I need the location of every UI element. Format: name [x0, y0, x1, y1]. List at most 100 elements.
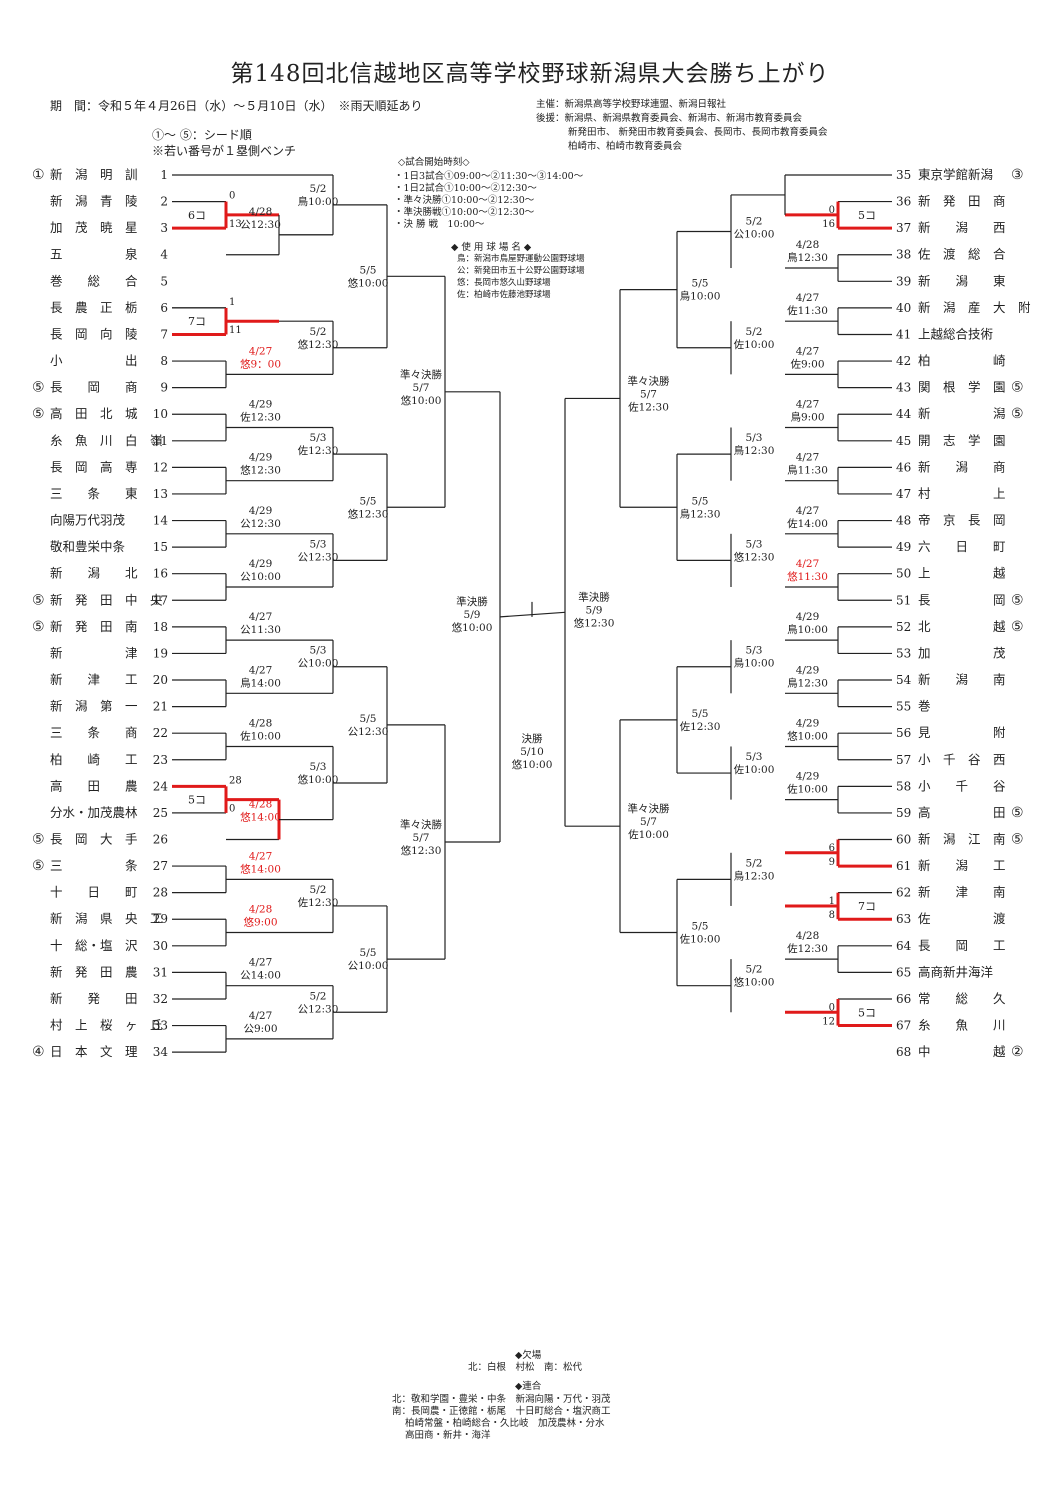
team-number: 49: [896, 540, 911, 554]
venue-line: 公：新発田市五十公野公園野球場: [457, 266, 585, 276]
match-date: 5/2: [746, 326, 763, 338]
team-name: 高 田 農: [50, 778, 138, 793]
called-game-note: 5コ: [858, 209, 876, 222]
seed-mark: ⑤: [1011, 619, 1024, 635]
combined-line: 柏崎常盤・柏崎総合・久比岐 加茂農林・分水: [405, 1418, 605, 1429]
team-name: 向陽万代羽茂: [50, 513, 126, 528]
team-name: 新 潟 江 南: [918, 832, 1006, 847]
team-number: 18: [153, 620, 168, 634]
match-venue-time: 悠14:00: [240, 862, 281, 875]
team-number: 60: [896, 833, 911, 847]
match-venue-time: 悠12:30: [240, 464, 281, 477]
team-name: 新 発 田 商: [918, 194, 1006, 209]
score: 11: [229, 325, 242, 336]
venue-line: 鳥：新潟市鳥屋野運動公園野球場: [457, 254, 585, 264]
team-name: 糸 魚 川: [918, 1018, 1006, 1033]
team-number: 23: [153, 753, 168, 767]
team-number: 42: [896, 354, 911, 368]
team-name: 長 岡: [918, 592, 1006, 607]
match-date: 5/2: [310, 990, 327, 1002]
combined-line: 北：敬和学園・豊栄・中条 新潟向陽・万代・羽茂: [392, 1394, 611, 1405]
match-date: 5/7: [640, 388, 657, 400]
team-name: 上越総合技術: [918, 326, 993, 341]
match-date: 5/10: [520, 746, 544, 758]
match-date: 5/7: [640, 816, 657, 828]
team-number: 17: [153, 593, 168, 607]
team-name: 糸 魚 川 白 嶺: [50, 433, 163, 448]
match-venue-time: 佐10:00: [787, 783, 828, 796]
seed-mark: ⑤: [32, 406, 45, 422]
match-venue-time: 公14:00: [240, 970, 281, 982]
match-venue-time: 鳥11:30: [787, 464, 828, 477]
match-venue-time: 公12:30: [348, 726, 389, 738]
team-name: 小 千 谷 西: [918, 752, 1006, 767]
match-date: 4/28: [796, 239, 820, 251]
team-number: 57: [896, 753, 911, 767]
match-date: 5/3: [310, 645, 327, 657]
match-date: 5/9: [464, 609, 481, 621]
match-venue-time: 悠14:00: [240, 811, 281, 824]
score: 0: [229, 804, 235, 815]
score: 13: [229, 219, 242, 230]
team-name: 新 津: [50, 645, 138, 660]
score: 0: [829, 1002, 835, 1013]
match-date: 5/5: [360, 264, 377, 276]
match-venue-time: 公11:30: [240, 624, 281, 636]
team-number: 16: [153, 567, 168, 581]
match-venue-time: 悠9:00: [243, 916, 277, 929]
match-date: 4/27: [249, 664, 273, 676]
match-date: 4/29: [249, 399, 273, 411]
team-name: 長 農 正 栃: [50, 300, 138, 315]
match-date: 4/27: [796, 505, 820, 517]
team-number: 34: [153, 1045, 169, 1059]
match-venue-time: 鳥10:00: [680, 290, 721, 303]
seed-mark: ③: [1011, 167, 1024, 183]
team-number: 27: [153, 859, 168, 873]
match-date: 4/29: [249, 505, 273, 517]
team-name: 上 越: [918, 566, 1006, 581]
round-label: 準々決勝: [628, 802, 670, 815]
team-name: 新 潟 商: [918, 459, 1006, 474]
match-date: 4/27: [249, 850, 273, 862]
team-name: 新 潟 北: [50, 566, 138, 581]
match-date: 4/28: [249, 904, 273, 916]
team-name: 三 条 商: [50, 725, 138, 740]
match-venue-time: 悠10:00: [401, 394, 442, 407]
team-number: 64: [896, 939, 912, 953]
team-number: 55: [896, 700, 911, 714]
team-number: 32: [153, 992, 168, 1006]
match-date: 4/27: [249, 345, 273, 357]
called-game-note: 7コ: [858, 900, 876, 913]
match-date: 4/28: [249, 206, 273, 218]
organizer-line-1: 主催：新潟県高等学校野球連盟、新潟日報社: [536, 99, 727, 110]
score: 6: [829, 843, 835, 854]
match-venue-time: 公12:30: [298, 1003, 339, 1015]
team-name: 小 出: [50, 353, 138, 368]
match-date: 5/5: [360, 947, 377, 959]
team-number: 15: [153, 540, 168, 554]
combined-line: 南：長岡農・正徳館・栃尾 十日町総合・塩沢商工: [392, 1406, 611, 1417]
match-date: 5/5: [692, 708, 709, 720]
seed-mark: ⑤: [32, 592, 45, 608]
match-venue-time: 佐10:00: [734, 763, 775, 776]
team-name: 柏 崎: [918, 353, 1006, 368]
seed-mark: ⑤: [1011, 592, 1024, 608]
team-number: 53: [896, 646, 911, 660]
match-venue-time: 佐12:30: [298, 896, 339, 909]
match-date: 4/27: [796, 399, 820, 411]
team-name: 小 千 谷: [918, 778, 1006, 793]
match-date: 5/3: [310, 538, 327, 550]
match-venue-time: 佐9:00: [790, 357, 824, 370]
called-game-note: 5コ: [858, 1006, 876, 1019]
match-date: 5/2: [310, 884, 327, 896]
match-date: 5/3: [310, 761, 327, 773]
round-label: 決勝: [522, 732, 543, 745]
team-number: 52: [896, 620, 911, 634]
match-venue-time: 佐11:30: [787, 304, 828, 317]
team-name: 新 発 田 中 央: [50, 592, 163, 607]
match-date: 4/29: [796, 664, 820, 676]
team-number: 21: [153, 700, 168, 714]
match-date: 5/3: [310, 432, 327, 444]
start-time-line: ・1日2試合①10:00～②12:30～: [394, 183, 537, 194]
match-venue-time: 鳥14:00: [240, 676, 281, 689]
